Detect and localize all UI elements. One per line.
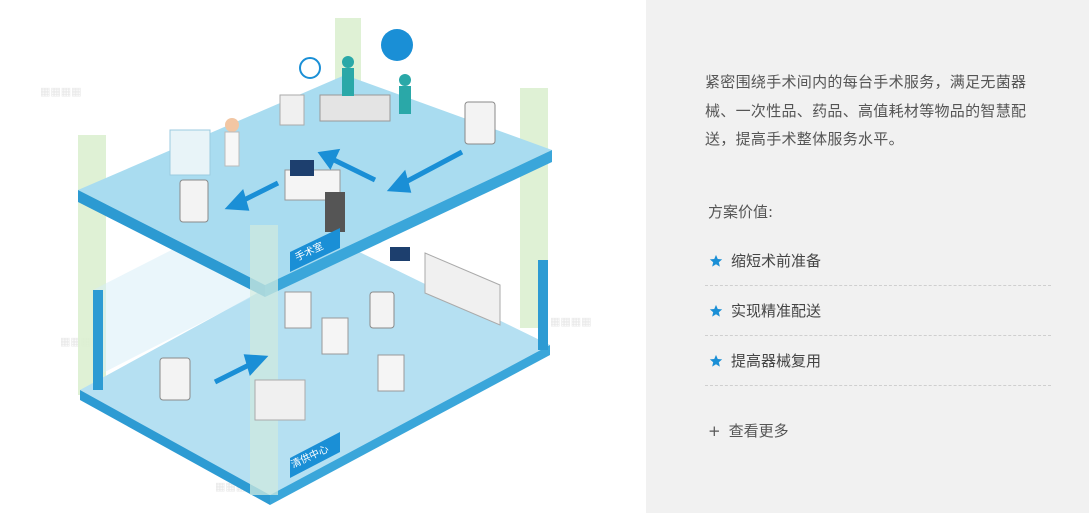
value-item: 提高器械复用	[705, 336, 1051, 386]
bottom-floor-edge-right	[270, 345, 550, 505]
delivery-robot	[179, 179, 209, 223]
doctor-coat	[224, 131, 240, 167]
bottom-wall-edge	[538, 260, 548, 350]
top-floor-edge-right	[265, 150, 552, 297]
monitor	[290, 160, 314, 176]
bottom-floor	[80, 245, 550, 495]
nurse	[399, 74, 411, 86]
view-more-label: 查看更多	[728, 422, 789, 440]
top-floor-edge-left	[78, 190, 265, 297]
flow-arrows-top	[224, 148, 464, 211]
delivery-robot	[464, 101, 496, 145]
storage-shelf	[279, 94, 305, 126]
clock	[299, 57, 321, 79]
isometric-building-svg: ▦▦▦▦ ▦▦▦▦ ▦▦▦▦ ▦▦▦▦	[40, 18, 592, 505]
hospital-illustration: ▦▦▦▦ ▦▦▦▦ ▦▦▦▦ ▦▦▦▦	[40, 18, 592, 505]
star-icon	[709, 254, 723, 267]
watermark: ▦▦▦▦	[550, 315, 592, 328]
value-item-label: 缩短术前准备	[731, 252, 822, 270]
bottom-floor-edge-left	[80, 390, 270, 505]
workbench	[424, 252, 501, 326]
surgeon	[342, 56, 354, 68]
sterilizer	[321, 317, 349, 355]
values-title: 方案价值:	[708, 203, 774, 221]
solution-description: 紧密围绕手术间内的每台手术服务，满足无菌器械、一次性品、药品、高值耗材等物品的智…	[705, 73, 1027, 148]
info-panel: 紧密围绕手术间内的每台手术服务，满足无菌器械、一次性品、药品、高值耗材等物品的智…	[646, 0, 1089, 513]
doctor	[225, 118, 239, 132]
value-item: 缩短术前准备	[705, 236, 1051, 286]
value-item-label: 实现精准配送	[731, 302, 822, 320]
value-item-label: 提高器械复用	[731, 352, 822, 370]
room-tag-bottom	[290, 432, 340, 478]
flow-arrow-bottom	[213, 354, 269, 385]
operating-table	[319, 94, 391, 122]
surgical-lamp	[381, 29, 413, 61]
surgeon-body	[342, 68, 354, 96]
bottom-wall-edge	[93, 290, 103, 390]
sterilizer	[284, 291, 312, 329]
star-icon	[709, 304, 723, 317]
watermark: ▦▦▦▦	[40, 85, 82, 98]
delivery-robot	[159, 357, 191, 401]
sterilizer	[377, 354, 405, 392]
values-list: 缩短术前准备 实现精准配送 提高器械复用	[705, 236, 1051, 386]
star-icon	[709, 354, 723, 367]
office-chair	[325, 192, 345, 232]
value-item: 实现精准配送	[705, 286, 1051, 336]
monitor	[390, 247, 410, 261]
medicine-cabinet	[169, 129, 211, 176]
washing-station	[254, 379, 306, 421]
view-more-link[interactable]: + 查看更多	[708, 420, 789, 441]
plus-icon: +	[708, 421, 721, 440]
nurse-body	[399, 86, 411, 114]
delivery-robot	[369, 291, 395, 329]
room-tag-top	[290, 228, 340, 272]
